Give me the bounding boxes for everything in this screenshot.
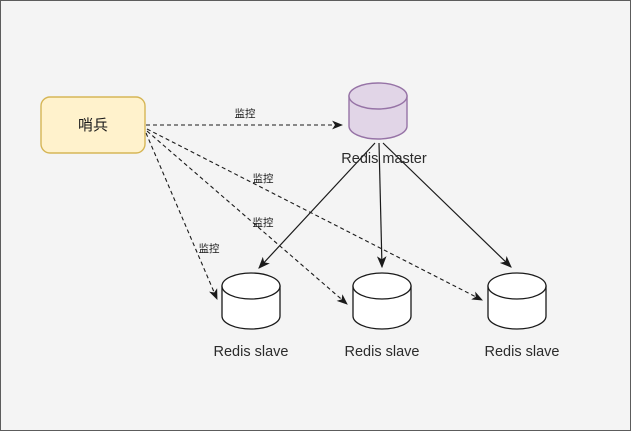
edge-label-monitor-master: 监控 (235, 107, 256, 120)
master-label: Redis master (341, 151, 427, 167)
slave-3-label: Redis slave (485, 344, 560, 360)
slave-2-label: Redis slave (345, 344, 420, 360)
edge-sentinel-to-slave-2 (146, 130, 348, 305)
edge-label-monitor-slave-3: 监控 (253, 172, 274, 185)
master-cylinder-top (348, 82, 408, 110)
node-redis-slave-3[interactable]: Redis slave (485, 272, 560, 360)
node-redis-slave-1[interactable]: Redis slave (214, 272, 289, 360)
slave-3-cylinder-top (487, 272, 547, 300)
monitor-edges-group (145, 120, 483, 305)
slave-2-cylinder-top (352, 272, 412, 300)
edge-master-to-slave-1 (258, 142, 376, 269)
slave-1-label: Redis slave (214, 344, 289, 360)
edge-master-to-slave-2 (376, 142, 387, 269)
node-redis-master[interactable]: Redis master (341, 82, 427, 167)
edge-master-to-slave-3 (382, 142, 512, 268)
edge-labels-group: 监控 监控 监控 监控 (199, 107, 274, 255)
edge-sentinel-to-slave-3 (146, 128, 483, 301)
node-sentinel[interactable]: 哨兵 (40, 96, 146, 154)
edge-label-monitor-slave-1: 监控 (199, 242, 220, 255)
node-redis-slave-2[interactable]: Redis slave (345, 272, 420, 360)
slave-1-cylinder-top (221, 272, 281, 300)
edge-label-monitor-slave-2: 监控 (253, 216, 274, 229)
sentinel-label: 哨兵 (78, 117, 108, 134)
edge-sentinel-to-slave-1 (145, 132, 218, 301)
replication-edges-group (258, 142, 512, 269)
sentinel-box[interactable] (40, 96, 146, 154)
